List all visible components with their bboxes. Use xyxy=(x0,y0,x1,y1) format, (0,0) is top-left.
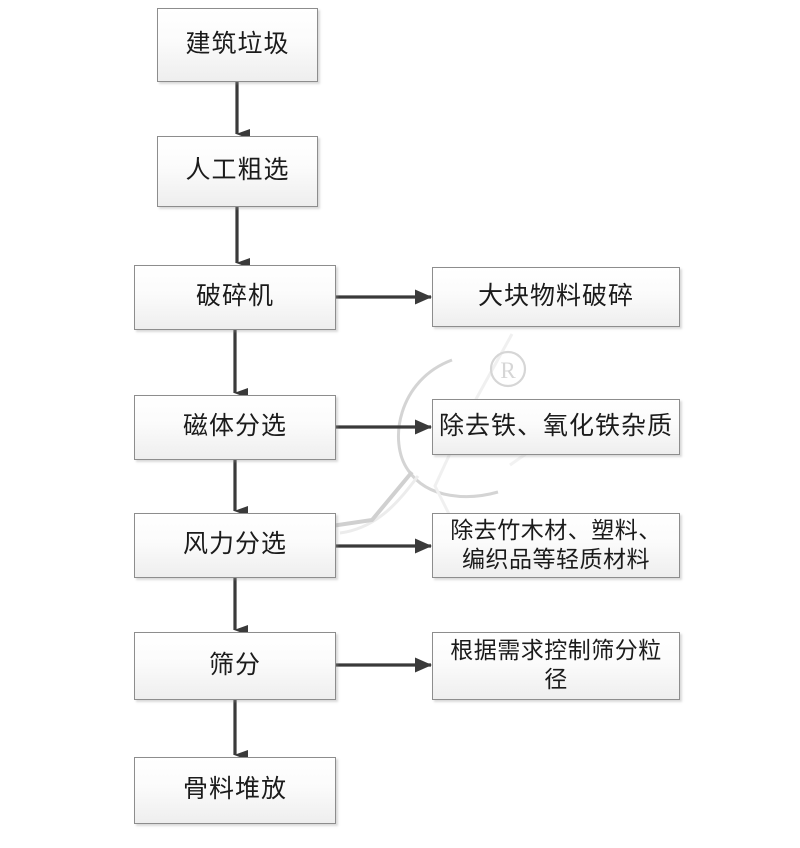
note-node-note6[interactable]: 根据需求控制筛分粒 径 xyxy=(432,632,680,700)
note-node-note3[interactable]: 大块物料破碎 xyxy=(432,267,680,327)
note-node-note3-label: 大块物料破碎 xyxy=(477,282,634,310)
flow-node-step4[interactable]: 磁体分选 xyxy=(134,395,336,460)
flow-node-step2-label: 人工粗选 xyxy=(185,157,290,185)
flow-node-step7[interactable]: 骨料堆放 xyxy=(134,757,336,824)
flow-node-step3[interactable]: 破碎机 xyxy=(134,265,336,330)
flow-node-step6[interactable]: 筛分 xyxy=(134,632,336,700)
note-node-note4[interactable]: 除去铁、氧化铁杂质 xyxy=(432,399,680,455)
flow-node-step1[interactable]: 建筑垃圾 xyxy=(157,8,318,82)
flow-node-step5[interactable]: 风力分选 xyxy=(134,513,336,578)
flow-node-step6-label: 筛分 xyxy=(208,651,261,679)
flow-node-step3-label: 破碎机 xyxy=(195,283,274,311)
note-node-note5[interactable]: 除去竹木材、塑料、 编织品等轻质材料 xyxy=(432,513,680,578)
note-node-note4-label: 除去铁、氧化铁杂质 xyxy=(439,412,674,440)
flow-node-step1-label: 建筑垃圾 xyxy=(185,30,290,58)
note-node-note6-label: 根据需求控制筛分粒 径 xyxy=(450,638,662,692)
flow-node-step2[interactable]: 人工粗选 xyxy=(157,136,318,207)
svg-text:R: R xyxy=(500,358,516,383)
flow-node-step7-label: 骨料堆放 xyxy=(182,776,287,804)
flow-node-step4-label: 磁体分选 xyxy=(182,413,287,441)
flow-node-step5-label: 风力分选 xyxy=(182,531,287,559)
note-node-note5-label: 除去竹木材、塑料、 编织品等轻质材料 xyxy=(450,517,662,572)
